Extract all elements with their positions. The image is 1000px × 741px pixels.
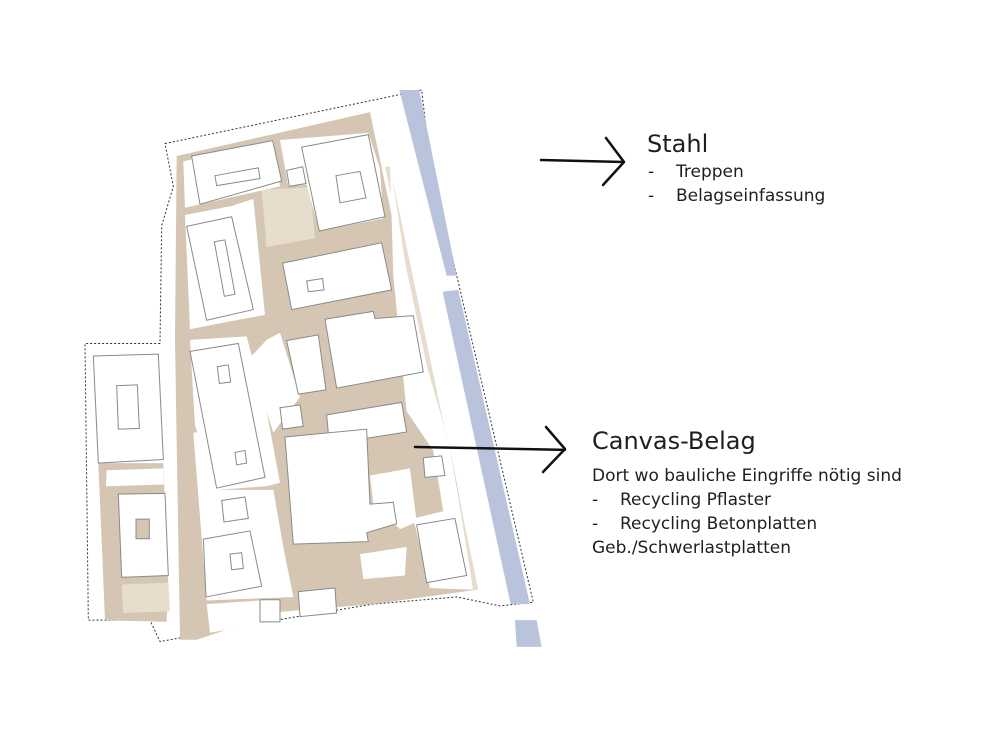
water-strip	[399, 90, 457, 276]
building	[190, 343, 265, 488]
stahl-title: Stahl	[647, 130, 709, 158]
open-space	[359, 546, 407, 580]
bullet: -	[648, 186, 655, 206]
building	[285, 429, 397, 544]
open-space	[206, 600, 267, 633]
canvas-belag-item-label: Recycling Betonplatten	[620, 514, 818, 534]
bullet: -	[648, 162, 655, 182]
building-courtyard	[215, 168, 260, 186]
building	[423, 456, 445, 477]
bullet: -	[592, 514, 599, 534]
building-core	[136, 519, 149, 539]
canvas-belag-item: - Recycling Pflaster	[592, 490, 771, 510]
canvas-belag-item: - Recycling Betonplatten	[592, 514, 817, 534]
stahl-item-label: Treppen	[676, 162, 744, 182]
plaza-area	[121, 582, 170, 614]
building-courtyard	[230, 553, 243, 570]
building-courtyard	[307, 278, 324, 291]
building	[417, 518, 467, 582]
stahl-item-label: Belagseinfassung	[676, 186, 826, 206]
building-courtyard	[117, 385, 140, 429]
building	[287, 167, 306, 187]
plaza-area	[261, 187, 315, 248]
water-strip	[442, 289, 530, 605]
building-courtyard	[235, 451, 247, 465]
stairs	[287, 335, 326, 394]
open-space	[389, 161, 474, 590]
open-space	[105, 468, 164, 487]
building-courtyard	[214, 240, 235, 296]
building-courtyard	[336, 171, 366, 202]
canvas-belag-footer: Geb./Schwerlastplatten	[592, 538, 791, 558]
arrow-to-canvas-belag-head	[541, 425, 567, 474]
arrow-to-stahl	[539, 136, 626, 187]
canvas-belag-title: Canvas-Belag	[592, 427, 756, 455]
bullet: -	[592, 490, 599, 510]
building-courtyard	[217, 365, 230, 384]
canvas-belag-intro: Dort wo bauliche Eingriffe nötig sind	[592, 466, 902, 486]
canvas-belag-item-label: Recycling Pflaster	[620, 490, 772, 510]
stahl-item: - Belagseinfassung	[648, 186, 825, 206]
building	[222, 497, 249, 522]
arrow-to-canvas-belag	[415, 447, 565, 450]
building	[280, 405, 303, 429]
building	[260, 600, 280, 622]
stahl-item: - Treppen	[648, 162, 744, 182]
water-strip	[514, 620, 542, 647]
open-space	[369, 468, 417, 530]
building	[283, 243, 392, 310]
pavilion	[298, 588, 336, 617]
building	[325, 311, 423, 388]
